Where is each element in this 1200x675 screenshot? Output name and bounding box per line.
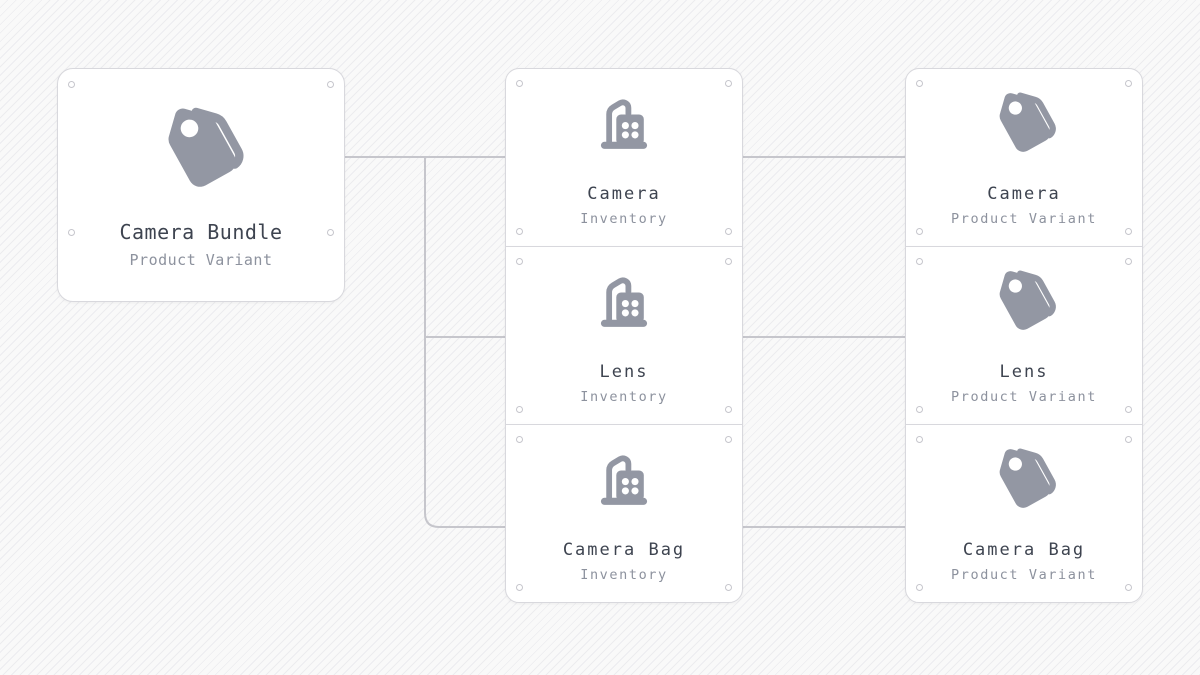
- node-subtitle: Inventory: [580, 567, 668, 583]
- node-title: Camera Bag: [962, 540, 1086, 560]
- connection-port[interactable]: [916, 584, 923, 591]
- node-camerabag-variant[interactable]: Camera Bag Product Variant: [905, 424, 1143, 603]
- node-title: Camera Bag: [562, 540, 686, 560]
- node-lens-variant[interactable]: Lens Product Variant: [905, 246, 1143, 425]
- connection-port[interactable]: [725, 80, 732, 87]
- tag-icon: [168, 107, 244, 187]
- connection-port[interactable]: [516, 584, 523, 591]
- connection-port[interactable]: [516, 258, 523, 265]
- node-title: Camera: [987, 184, 1061, 204]
- connection-port[interactable]: [725, 584, 732, 591]
- node-lens-inventory[interactable]: Lens Inventory: [505, 246, 743, 425]
- connection-port[interactable]: [916, 258, 923, 265]
- connection-port[interactable]: [916, 436, 923, 443]
- node-subtitle: Product Variant: [129, 251, 273, 269]
- node-title: Lens: [999, 362, 1049, 382]
- connection-port[interactable]: [516, 436, 523, 443]
- connection-port[interactable]: [916, 228, 923, 235]
- building-icon: [600, 99, 648, 149]
- tag-icon: [999, 270, 1056, 330]
- connection-port[interactable]: [516, 80, 523, 87]
- connection-port[interactable]: [1125, 80, 1132, 87]
- connection-port[interactable]: [68, 229, 75, 236]
- node-camera-inventory[interactable]: Camera Inventory: [505, 68, 743, 247]
- inventory-stack: Camera Inventory Lens Inventory: [505, 68, 743, 603]
- connection-port[interactable]: [516, 228, 523, 235]
- node-title: Lens: [599, 362, 649, 382]
- building-icon: [600, 455, 648, 505]
- connection-port[interactable]: [516, 406, 523, 413]
- connection-port[interactable]: [916, 80, 923, 87]
- edge-bundle-branch-vertical: [424, 157, 505, 528]
- connection-port[interactable]: [725, 258, 732, 265]
- connection-port[interactable]: [916, 406, 923, 413]
- connection-port[interactable]: [1125, 406, 1132, 413]
- node-subtitle: Product Variant: [951, 389, 1097, 405]
- connection-port[interactable]: [725, 436, 732, 443]
- node-camera-bundle[interactable]: Camera Bundle Product Variant: [57, 68, 345, 302]
- connection-port[interactable]: [1125, 436, 1132, 443]
- building-icon: [600, 277, 648, 327]
- connection-port[interactable]: [725, 228, 732, 235]
- connection-port[interactable]: [327, 229, 334, 236]
- node-subtitle: Product Variant: [951, 567, 1097, 583]
- connection-port[interactable]: [1125, 258, 1132, 265]
- connection-port[interactable]: [68, 81, 75, 88]
- tag-icon: [999, 92, 1056, 152]
- connection-port[interactable]: [327, 81, 334, 88]
- connection-port[interactable]: [725, 406, 732, 413]
- connection-port[interactable]: [1125, 584, 1132, 591]
- node-camerabag-inventory[interactable]: Camera Bag Inventory: [505, 424, 743, 603]
- node-title: Camera Bundle: [119, 220, 283, 244]
- tag-icon: [999, 448, 1056, 508]
- node-camera-variant[interactable]: Camera Product Variant: [905, 68, 1143, 247]
- node-title: Camera: [587, 184, 661, 204]
- variant-stack: Camera Product Variant Lens Product Vari…: [905, 68, 1143, 603]
- connection-port[interactable]: [1125, 228, 1132, 235]
- node-subtitle: Product Variant: [951, 211, 1097, 227]
- node-subtitle: Inventory: [580, 389, 668, 405]
- node-subtitle: Inventory: [580, 211, 668, 227]
